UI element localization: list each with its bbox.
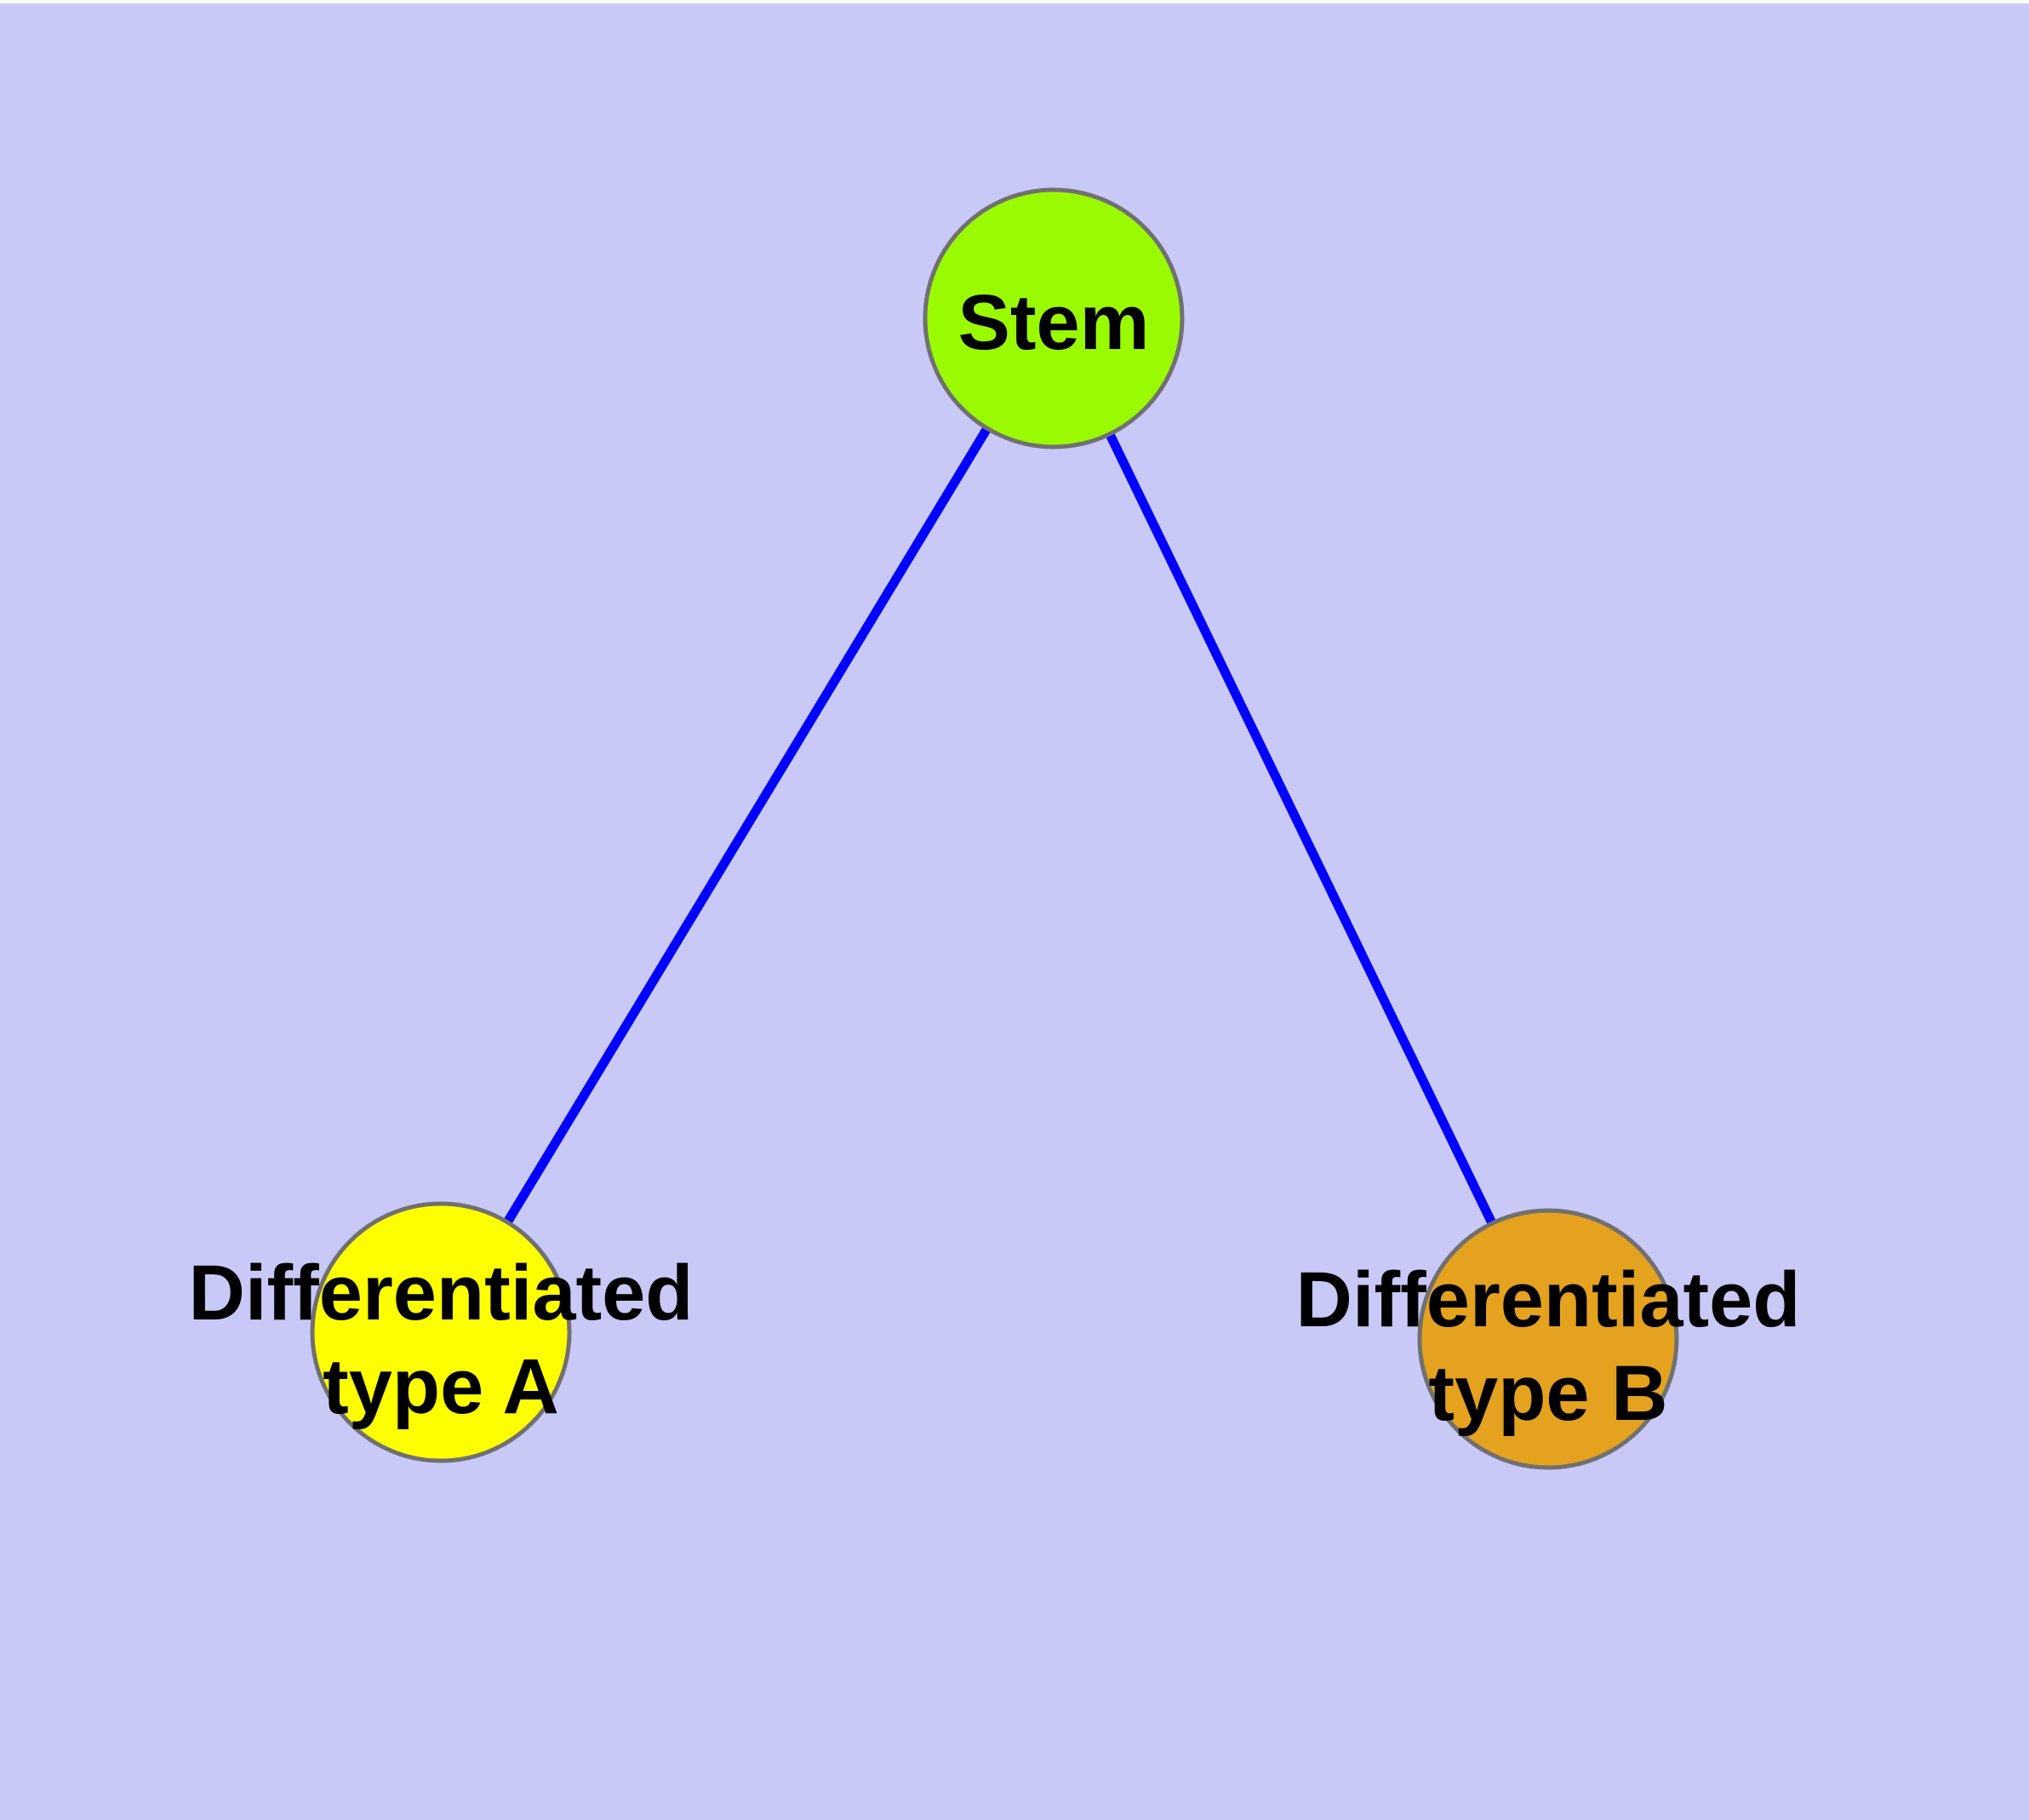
edge-stem-to-type-a	[437, 316, 1058, 1335]
edge-stem-to-type-b	[1049, 316, 1552, 1342]
node-type-a-label-line2: type A	[323, 1343, 559, 1430]
top-border-strip	[0, 0, 2029, 3]
node-stem-circle	[923, 187, 1185, 449]
node-type-a-label-line1: Differentiated	[189, 1250, 694, 1336]
node-type-b-circle	[1417, 1208, 1679, 1470]
node-type-b-label-line1: Differentiated	[1296, 1256, 1801, 1343]
node-stem-label: Stem	[958, 279, 1150, 366]
node-type-a-circle	[310, 1201, 572, 1463]
node-type-b-label-line2: type B	[1428, 1350, 1667, 1437]
